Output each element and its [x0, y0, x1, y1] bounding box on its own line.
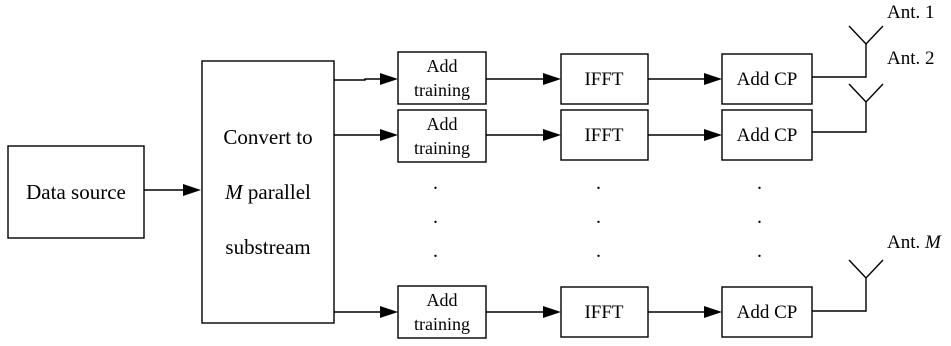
cp-label-1: Add CP [737, 69, 798, 90]
training-label-training-m: training [414, 314, 470, 334]
ifft-label-2: IFFT [584, 125, 623, 146]
dot: . [433, 240, 438, 262]
antenna-label-m-italic: M [924, 232, 942, 253]
cp-label-m: Add CP [737, 302, 798, 323]
dot: . [433, 172, 438, 194]
chain-row-m: Add training IFFT Add CP [334, 259, 884, 339]
antenna-label-m-prefix: Ant. [887, 232, 925, 253]
training-label-training-2: training [414, 138, 470, 158]
antenna-label-m: Ant. M [887, 232, 942, 253]
dot: . [757, 206, 762, 228]
dot: . [596, 240, 601, 262]
dot: . [757, 172, 762, 194]
converter-block: Convert to M parallel substream [201, 60, 335, 324]
antenna-label-2: Ant. 2 [887, 48, 935, 69]
chain-row-1: Add training IFFT Add CP [334, 25, 884, 105]
dot: . [757, 240, 762, 262]
training-label-add-m: Add [427, 290, 458, 310]
converter-label-parallel: parallel [243, 180, 311, 204]
arrow-source-to-converter [144, 184, 201, 196]
cp-label-2: Add CP [737, 125, 798, 146]
ifft-label-m: IFFT [584, 302, 623, 323]
ellipsis-dots: . . . . . . . . . [433, 172, 762, 262]
converter-label-line2: M parallel [224, 180, 311, 204]
data-source-label: Data source [26, 180, 126, 204]
training-label-add-2: Add [427, 114, 458, 134]
dot: . [433, 206, 438, 228]
converter-label-line1: Convert to [223, 125, 312, 149]
training-label-training-1: training [414, 80, 470, 100]
antenna-label-1: Ant. 1 [887, 2, 935, 23]
dot: . [596, 206, 601, 228]
ifft-label-1: IFFT [584, 69, 623, 90]
data-source-block: Data source [7, 145, 145, 239]
chain-row-2: Add training IFFT Add CP [334, 83, 884, 163]
training-label-add-1: Add [427, 56, 458, 76]
converter-label-m: M [224, 180, 244, 204]
converter-label-line3: substream [225, 235, 310, 259]
dot: . [596, 172, 601, 194]
